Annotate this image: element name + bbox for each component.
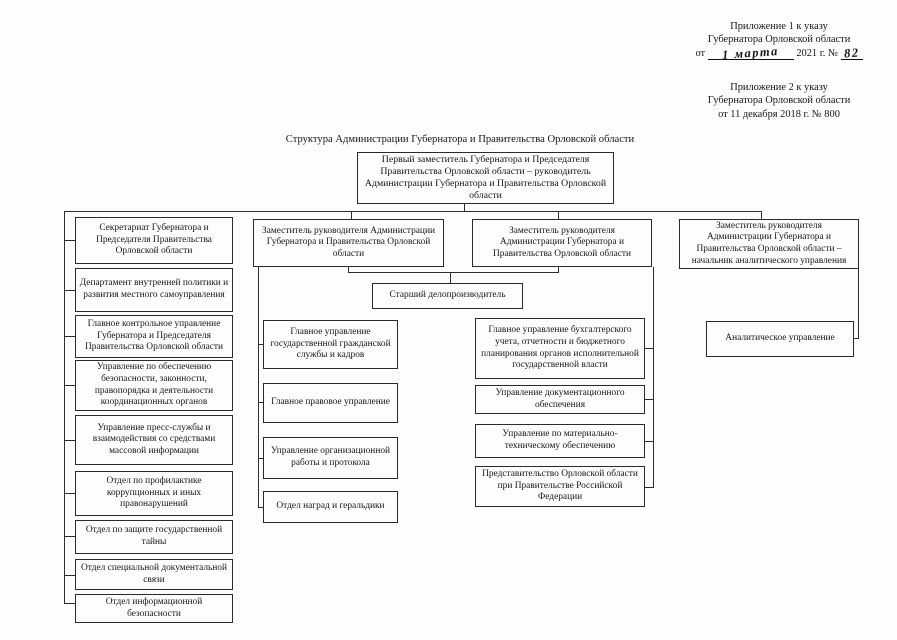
node-deputy-head-analytics: Заместитель руководителя Администрации Г… bbox=[679, 219, 859, 269]
node-anticorruption-department: Отдел по профилактике коррупционных и ин… bbox=[75, 471, 233, 516]
node-special-comms-department: Отдел специальной документальной связи bbox=[75, 559, 233, 590]
connector-line bbox=[64, 240, 75, 241]
handwritten-date: 1 марта bbox=[721, 43, 780, 62]
connector-line bbox=[64, 603, 75, 604]
connector-line bbox=[558, 267, 559, 273]
connector-line bbox=[64, 385, 75, 386]
node-security-directorate: Управление по обеспечению безопасности, … bbox=[75, 360, 233, 411]
connector-line bbox=[64, 575, 75, 576]
appendix-1-date-suffix: 2021 г. № bbox=[796, 47, 838, 59]
appendix-1-note: Приложение 1 к указу Губернатора Орловск… bbox=[668, 20, 890, 62]
chart-title: Структура Администрации Губернатора и Пр… bbox=[285, 134, 635, 145]
connector-line bbox=[258, 344, 264, 345]
node-federal-representation: Представительство Орловской области при … bbox=[475, 466, 645, 507]
connector-line bbox=[645, 399, 654, 400]
connector-line bbox=[64, 493, 75, 494]
connector-line bbox=[64, 536, 75, 537]
node-awards-heraldry-department: Отдел наград и геральдики bbox=[263, 491, 398, 523]
node-accounting-directorate: Главное управление бухгалтерского учета,… bbox=[475, 318, 645, 379]
connector-line bbox=[464, 203, 465, 212]
connector-line bbox=[64, 336, 75, 337]
node-records-directorate: Управление документационного обеспечения bbox=[475, 385, 645, 414]
connector-line bbox=[64, 211, 762, 212]
node-senior-clerk: Старший делопроизводитель bbox=[372, 283, 523, 309]
node-deputy-head-2: Заместитель руководителя Администрации Г… bbox=[253, 219, 444, 267]
node-civil-service-hr-directorate: Главное управление государственной гражд… bbox=[263, 320, 398, 369]
node-logistics-directorate: Управление по материально-техническому о… bbox=[475, 424, 645, 458]
connector-line bbox=[645, 487, 654, 488]
appendix-1-date-blank: 1 марта bbox=[707, 43, 794, 62]
connector-line bbox=[64, 211, 65, 604]
connector-line bbox=[653, 267, 654, 488]
connector-line bbox=[558, 211, 559, 220]
node-org-protocol-directorate: Управление организационной работы и прот… bbox=[263, 437, 398, 479]
connector-line bbox=[858, 268, 859, 339]
node-first-deputy-head: Первый заместитель Губернатора и Председ… bbox=[357, 152, 614, 204]
connector-line bbox=[258, 267, 259, 508]
appendix-2-line3: от 11 декабря 2018 г. № 800 bbox=[718, 108, 840, 120]
connector-line bbox=[348, 272, 559, 273]
appendix-1-line1: Приложение 1 к указу bbox=[730, 21, 828, 32]
appendix-2-note: Приложение 2 к указу Губернатора Орловск… bbox=[668, 81, 890, 121]
node-state-secrets-department: Отдел по защите государственной тайны bbox=[75, 520, 233, 554]
connector-line bbox=[258, 458, 264, 459]
appendix-1-date-prefix: от bbox=[695, 47, 706, 59]
connector-line bbox=[645, 348, 654, 349]
connector-line bbox=[64, 290, 75, 291]
node-analytics-directorate: Аналитическое управление bbox=[706, 321, 854, 357]
appendix-2-line2: Губернатора Орловской области bbox=[707, 95, 851, 107]
appendix-1-number-blank: 82 bbox=[840, 45, 863, 61]
appendix-2-line1: Приложение 2 к указу bbox=[730, 82, 828, 93]
node-infosec-department: Отдел информационной безопасности bbox=[75, 594, 233, 623]
connector-line bbox=[348, 267, 349, 273]
node-press-service-directorate: Управление пресс-службы и взаимодействия… bbox=[75, 415, 233, 465]
handwritten-number: 82 bbox=[843, 45, 860, 61]
connector-line bbox=[450, 272, 451, 283]
connector-line bbox=[258, 507, 264, 508]
connector-line bbox=[64, 440, 75, 441]
node-deputy-head-3: Заместитель руководителя Администрации Г… bbox=[472, 219, 652, 267]
node-governor-secretariat: Секретариат Губернатора и Председателя П… bbox=[75, 217, 233, 264]
connector-line bbox=[258, 402, 264, 403]
connector-line bbox=[854, 338, 859, 339]
appendix-1-date-line: от 1 марта 2021 г. № 82 bbox=[668, 43, 890, 62]
node-control-directorate: Главное контрольное управление Губернато… bbox=[75, 315, 233, 358]
connector-line bbox=[351, 211, 352, 220]
node-internal-policy-department: Департамент внутренней политики и развит… bbox=[75, 268, 233, 312]
node-legal-directorate: Главное правовое управление bbox=[263, 383, 398, 423]
connector-line bbox=[761, 211, 762, 219]
connector-line bbox=[645, 441, 654, 442]
appendix-1-line2: Губернатора Орловской области bbox=[707, 34, 851, 46]
